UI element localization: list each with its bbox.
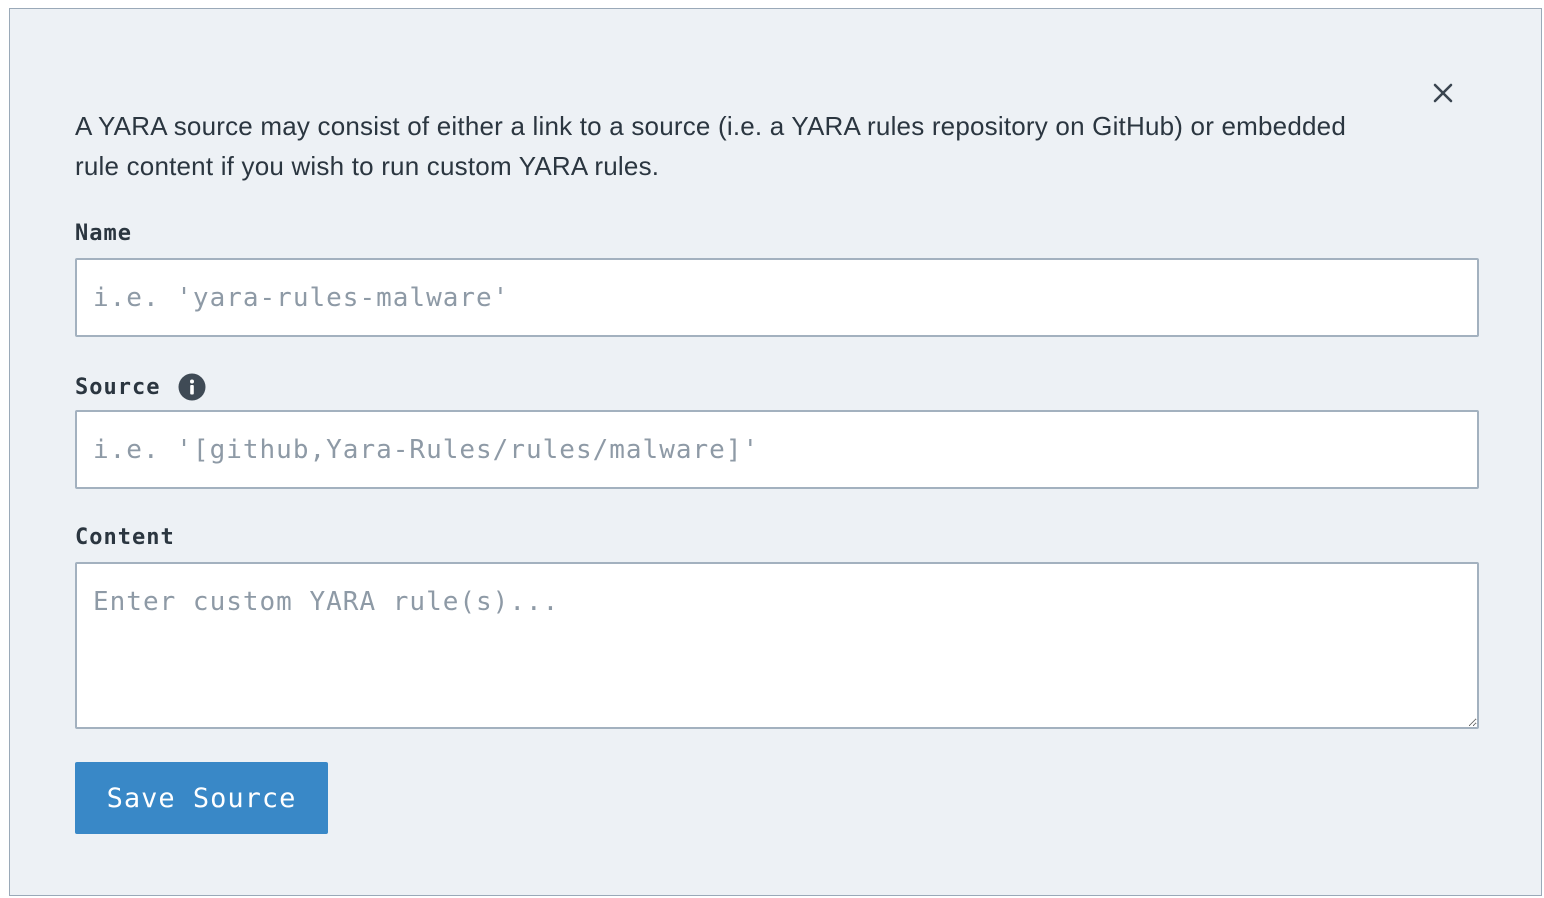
add-yara-source-dialog: A YARA source may consist of either a li… <box>9 8 1542 896</box>
dialog-description: A YARA source may consist of either a li… <box>75 111 1346 181</box>
info-icon[interactable] <box>178 373 206 401</box>
save-source-button[interactable]: Save Source <box>75 762 328 834</box>
name-label-text: Name <box>75 221 132 246</box>
source-label-text: Source <box>75 374 161 400</box>
close-icon <box>1433 83 1453 103</box>
source-label: Source <box>75 373 206 401</box>
source-input[interactable] <box>75 410 1479 489</box>
name-label: Name <box>75 221 132 246</box>
name-input[interactable] <box>75 258 1479 337</box>
content-textarea[interactable] <box>75 562 1479 729</box>
content-label-text: Content <box>75 525 175 550</box>
content-label: Content <box>75 525 175 550</box>
close-button[interactable] <box>1429 79 1457 107</box>
